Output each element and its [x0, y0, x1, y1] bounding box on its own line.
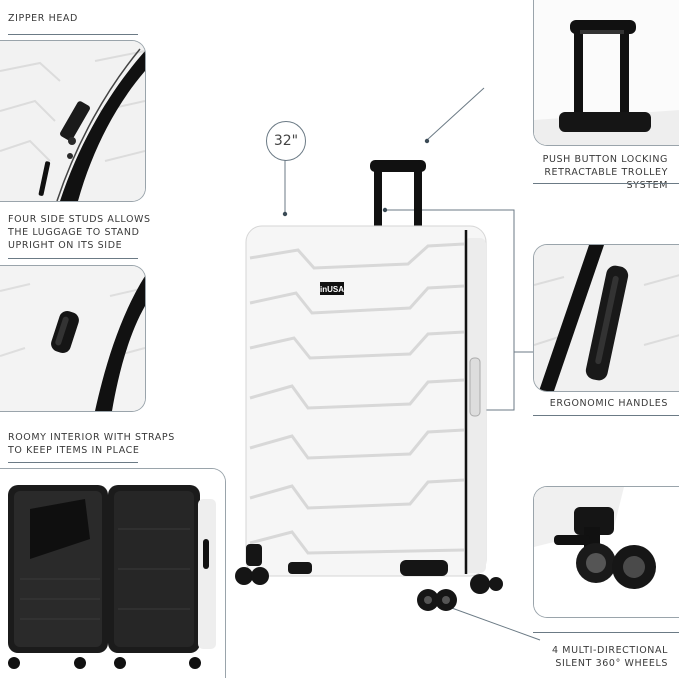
zipper-head-panel — [0, 40, 146, 202]
main-suitcase: inUSA — [228, 158, 503, 618]
wheels-label-line-1: 4 MULTI-DIRECTIONAL — [552, 645, 668, 656]
ergonomic-handle-illustration — [534, 245, 679, 391]
wheels-label-line-2: SILENT 360° WHEELS — [555, 658, 668, 669]
wheels-divider — [533, 632, 679, 633]
trolley-handle-illustration — [534, 0, 679, 145]
zipper-divider — [8, 34, 138, 35]
interior-label-line-1: ROOMY INTERIOR WITH STRAPS — [8, 432, 175, 443]
handles-label: ERGONOMIC HANDLES — [549, 398, 668, 409]
handles-divider — [533, 415, 679, 416]
zipper-head-illustration — [0, 41, 145, 201]
interior-divider — [8, 462, 138, 463]
side-studs-illustration — [0, 266, 145, 411]
zipper-head-label: ZIPPER HEAD — [8, 13, 78, 24]
studs-divider — [8, 258, 138, 259]
side-studs-panel — [0, 265, 146, 412]
open-suitcase-illustration — [0, 469, 225, 678]
main-suitcase-illustration: inUSA — [235, 160, 503, 611]
wheels-panel — [533, 486, 679, 618]
studs-label: FOUR SIDE STUDS ALLOWS THE LUGGAGE TO ST… — [8, 213, 151, 252]
brand-logo: inUSA — [320, 285, 344, 294]
size-badge: 32" — [266, 121, 306, 161]
interior-label: ROOMY INTERIOR WITH STRAPS TO KEEP ITEMS… — [8, 431, 175, 457]
interior-panel — [0, 468, 226, 678]
trolley-divider — [533, 183, 679, 184]
wheels-label: 4 MULTI-DIRECTIONAL SILENT 360° WHEELS — [500, 644, 668, 670]
handles-panel — [533, 244, 679, 392]
trolley-label-line-2: RETRACTABLE TROLLEY SYSTEM — [544, 167, 668, 191]
trolley-label: PUSH BUTTON LOCKING RETRACTABLE TROLLEY … — [500, 153, 668, 192]
interior-label-line-2: TO KEEP ITEMS IN PLACE — [8, 445, 140, 456]
trolley-label-line-1: PUSH BUTTON LOCKING — [542, 154, 668, 165]
studs-label-line-2: THE LUGGAGE TO STAND — [8, 227, 140, 238]
spinner-wheels-illustration — [534, 487, 679, 617]
studs-label-line-3: UPRIGHT ON ITS SIDE — [8, 240, 123, 251]
trolley-panel — [533, 0, 679, 146]
studs-label-line-1: FOUR SIDE STUDS ALLOWS — [8, 214, 151, 225]
